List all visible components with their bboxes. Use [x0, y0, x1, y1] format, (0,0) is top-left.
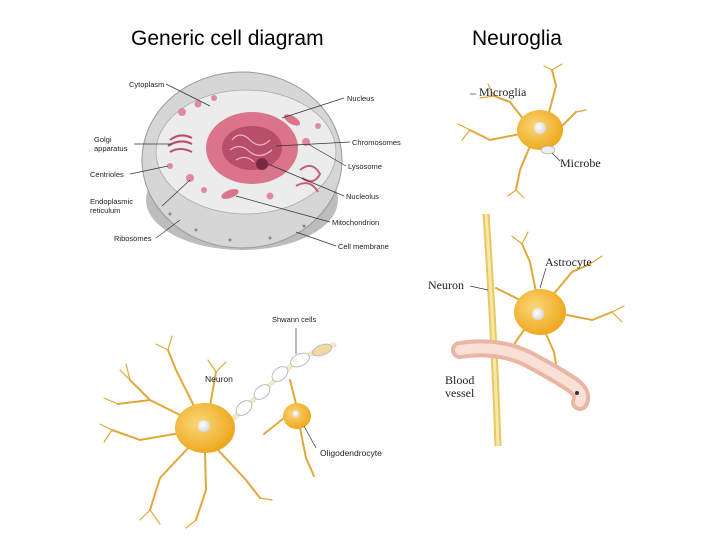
- oligodendrocyte-leader: [303, 425, 317, 449]
- dendrite-tips: [99, 335, 273, 529]
- label-cytoplasm: Cytoplasm: [129, 80, 164, 89]
- vesicle-dot: [315, 123, 321, 129]
- ribosome-dot: [168, 212, 172, 216]
- vesicle-dot: [178, 108, 186, 116]
- label-neuron: Neuron: [205, 374, 233, 384]
- nucleolus-leader: [267, 163, 345, 197]
- dendrite: [195, 451, 208, 521]
- astrocyte-process: [561, 311, 613, 322]
- label-golgi-2: apparatus: [94, 144, 128, 153]
- microglia-process: [547, 69, 558, 117]
- neuron-nucleus: [198, 420, 210, 432]
- microglia-process: [469, 129, 521, 142]
- shwann-cell: [253, 384, 271, 400]
- label-blood-1: Blood: [445, 373, 474, 387]
- astrocyte-process: [495, 287, 521, 301]
- neuroglia-title: Neuroglia: [472, 27, 562, 50]
- dendrite: [209, 371, 217, 407]
- neuron-shwann-figure: Shwann cells Neuron Oligodendrocyte: [99, 315, 382, 529]
- mitochondrion-shape: [283, 114, 301, 126]
- astrocyte-figure: Astrocyte Neuron Blood vessel: [428, 213, 625, 447]
- label-centrioles: Centrioles: [90, 170, 124, 179]
- label-blood-2: vessel: [445, 386, 475, 400]
- chromosomes-shape: [229, 134, 273, 163]
- label-lysosome: Lysosome: [348, 162, 382, 171]
- label-microbe: Microbe: [560, 156, 601, 170]
- astrocyte-leader: [539, 267, 547, 289]
- centrioles-leader: [129, 165, 169, 175]
- microbe-leader: [551, 152, 561, 162]
- shwann-cell: [235, 400, 253, 416]
- label-er-1: Endoplasmic: [90, 197, 133, 206]
- ribosome-dot: [302, 224, 306, 228]
- mitochondrion-leader: [235, 195, 331, 223]
- vesicle-dot: [186, 174, 194, 182]
- nucleolus-shape: [256, 158, 268, 170]
- centriole-dot: [167, 163, 173, 169]
- label-nucleolus: Nucleolus: [346, 192, 379, 201]
- microglia-tips: [457, 63, 587, 199]
- chromatin-shape: [222, 126, 282, 170]
- label-chromosomes: Chromosomes: [352, 138, 401, 147]
- label-microglia: Microglia: [479, 85, 527, 99]
- astrocyte-nucleus: [532, 308, 544, 320]
- blood-vessel-highlight: [455, 343, 587, 407]
- astrocyte-tips: [511, 231, 625, 323]
- cell-diagram-title: Generic cell diagram: [131, 27, 324, 50]
- vesicle-dot: [266, 192, 274, 200]
- lysosome-leader: [307, 143, 347, 167]
- microbe-shape: [540, 145, 556, 155]
- vesicle-dot: [211, 95, 217, 101]
- neuron-fiber-highlight: [484, 213, 500, 447]
- label-astrocyte: Astrocyte: [545, 255, 592, 269]
- astrocyte-process: [551, 263, 591, 297]
- label-glia-neuron: Neuron: [428, 278, 464, 292]
- oligo-process: [289, 379, 297, 405]
- generic-cell: Cytoplasm Nucleus Golgi apparatus Chromo…: [90, 71, 401, 251]
- neuron-leader: [469, 285, 489, 291]
- golgi-shape: [167, 134, 193, 153]
- cell-membrane-leader: [295, 231, 337, 247]
- shwann-cell: [271, 366, 289, 382]
- mitochondrion-shape: [221, 189, 239, 199]
- vesicle-dot: [201, 187, 207, 193]
- ribosome-dot: [268, 236, 272, 240]
- nucleus-leader: [281, 97, 345, 119]
- oligo-process: [263, 417, 285, 435]
- vessel-dot: [575, 391, 579, 395]
- oligo-process: [299, 427, 315, 477]
- dendrite: [117, 399, 151, 405]
- microglia-nucleus: [534, 122, 546, 134]
- label-golgi-1: Golgi: [94, 135, 112, 144]
- ribosome-dot: [228, 238, 232, 242]
- label-oligodendrocyte: Oligodendrocyte: [320, 448, 382, 458]
- label-mitochondrion: Mitochondrion: [332, 218, 379, 227]
- label-ribosomes: Ribosomes: [114, 234, 152, 243]
- microglia-process: [515, 145, 531, 191]
- label-shwann: Shwann cells: [272, 315, 316, 324]
- shwann-cell: [290, 352, 310, 368]
- label-er-2: reticulum: [90, 206, 120, 215]
- cytoplasm-leader: [165, 83, 211, 107]
- oligodendrocyte-nucleus: [292, 410, 300, 418]
- astrocyte-process: [521, 243, 537, 293]
- chromosomes-leader: [275, 141, 351, 147]
- er-leader: [161, 179, 191, 207]
- dendrite: [217, 449, 261, 499]
- shwann-cell: [311, 343, 333, 357]
- astrocyte-process: [545, 333, 557, 365]
- label-cell-membrane: Cell membrane: [338, 242, 389, 251]
- label-nucleus: Nucleus: [347, 94, 374, 103]
- dendrite: [167, 349, 197, 411]
- dendrite: [149, 445, 191, 511]
- microglia-process: [493, 95, 525, 121]
- vesicle-dot: [194, 100, 202, 108]
- microglia-figure: Microglia Microbe: [457, 63, 601, 199]
- ribosome-dot: [194, 228, 198, 232]
- dendrite: [111, 429, 187, 442]
- ribosomes-leader: [155, 219, 181, 239]
